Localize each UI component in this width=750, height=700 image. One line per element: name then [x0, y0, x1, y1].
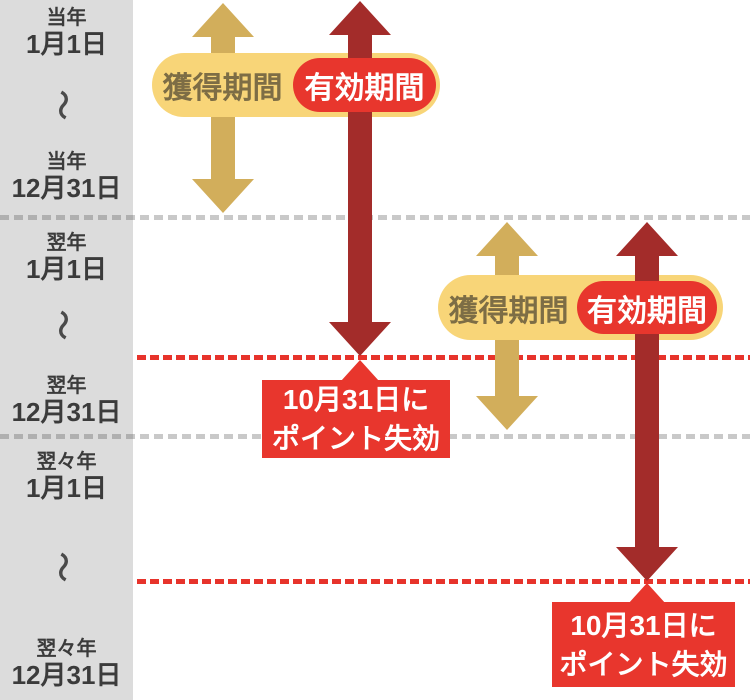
- expiry-line-1: [137, 355, 750, 360]
- timeline-sidebar: [0, 0, 133, 700]
- validity-period-label: 有効期間: [304, 72, 425, 105]
- timeline-label-year3-start: 翌々年 1月1日: [0, 450, 133, 502]
- expiry-callout-1: 10月31日に ポイント失効: [262, 360, 450, 458]
- timeline-year: 翌々年: [36, 451, 97, 473]
- callout-pointer-icon: [341, 360, 379, 381]
- callout-pointer-icon: [628, 583, 666, 604]
- validity-period-pill-2: 有効期間: [577, 281, 717, 334]
- expiry-callout-2: 10月31日に ポイント失効: [552, 583, 735, 687]
- timeline-label-year2-start: 翌年 1月1日: [0, 231, 133, 283]
- timeline-date: 12月31日: [11, 660, 122, 690]
- expiry-action-text: ポイント失効: [559, 648, 728, 680]
- expiry-date-text: 10月31日に: [570, 609, 717, 641]
- timeline-date: 1月1日: [26, 254, 107, 284]
- timeline-label-year1-start: 当年 1月1日: [0, 6, 133, 58]
- timeline-year: 当年: [46, 7, 87, 29]
- year-boundary-line-1: [0, 215, 750, 220]
- expiry-action-text: ポイント失効: [271, 423, 440, 454]
- expiry-date-text: 10月31日に: [282, 384, 430, 415]
- acquisition-period-label: 獲得期間: [162, 72, 283, 105]
- validity-period-pill-1: 有効期間: [293, 58, 436, 112]
- timeline-label-year1-end: 当年 12月31日: [0, 150, 133, 202]
- tilde-separator: 〜: [45, 90, 78, 120]
- timeline-date: 12月31日: [11, 173, 122, 203]
- timeline-date: 12月31日: [11, 397, 122, 427]
- tilde-separator: 〜: [45, 552, 78, 582]
- timeline-year: 翌年: [46, 375, 87, 397]
- expiry-line-2: [137, 579, 750, 584]
- timeline-label-year2-end: 翌年 12月31日: [0, 374, 133, 426]
- validity-period-label: 有効期間: [587, 294, 707, 328]
- timeline-year: 当年: [46, 151, 87, 173]
- timeline-year: 翌年: [46, 232, 87, 254]
- timeline-year: 翌々年: [36, 638, 97, 660]
- tilde-separator: 〜: [45, 310, 78, 340]
- timeline-label-year3-end: 翌々年 12月31日: [0, 637, 133, 689]
- timeline-date: 1月1日: [26, 29, 107, 59]
- timeline-date: 1月1日: [26, 473, 107, 503]
- acquisition-period-label: 獲得期間: [448, 294, 569, 328]
